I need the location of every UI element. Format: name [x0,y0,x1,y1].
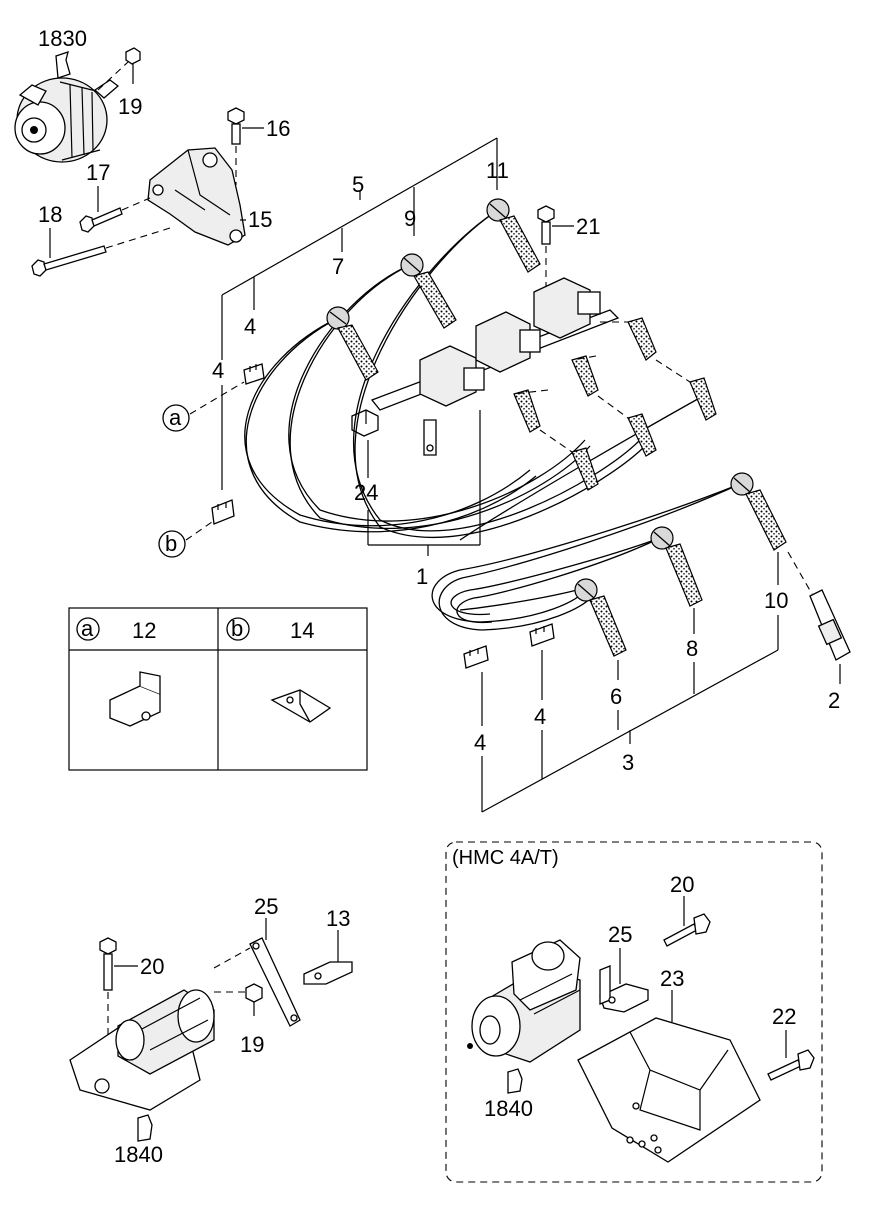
heat-shield-23 [577,990,761,1163]
leader-set-5 [221,137,498,490]
bolt-18 [31,227,171,277]
label-5: 5 [352,172,364,197]
callout-b-circle [158,530,186,558]
label-24: 24 [354,480,378,505]
strap-25-left [249,918,301,1027]
label-4-left: 4 [212,358,224,383]
leader-1 [367,410,481,556]
legend-box [68,607,368,771]
label-11: 11 [486,158,509,183]
clip-4-lower-a [463,645,489,669]
bolt-19-top [125,47,141,84]
bolt-17 [79,197,151,233]
callout-a-label: a [169,405,182,430]
plug-cap-6 [574,578,627,657]
label-16: 16 [266,116,290,141]
starter-hmc-ref-arrow [507,1068,523,1094]
plug-cap-9 [400,253,457,329]
label-13: 13 [326,906,350,931]
ignition-coil-assembly [370,277,620,456]
callout-b-label: b [165,531,177,556]
lower-leads [431,483,741,631]
leader-set-3 [481,552,779,813]
label-8: 8 [686,636,698,661]
label-1840-hmc: 1840 [484,1096,533,1121]
clip-4-lower-left [211,499,235,525]
nut-19-left [213,947,263,1016]
bolt-20-left [99,937,117,1036]
label-21: 21 [576,214,600,239]
bracket-15 [147,147,246,246]
alternator [14,77,120,163]
bolt-20-hmc [663,896,711,947]
spark-plug-2 [787,551,851,684]
label-25-hmc: 25 [608,922,632,947]
bracket-25-hmc [599,948,649,1013]
label-15: 15 [248,207,272,232]
starter-left [69,989,215,1111]
label-17: 17 [86,160,110,185]
label-7: 7 [332,254,344,279]
bolt-22 [767,1030,815,1081]
bracket-13 [303,930,353,985]
coil-boots [513,317,717,491]
clip-4-lower-b [529,623,555,647]
legend-b-code: b [231,616,243,641]
label-23: 23 [660,966,684,991]
hmc-box-title: (HMC 4A/T) [452,847,559,869]
plug-cap-11 [486,198,541,273]
label-22: 22 [772,1004,796,1029]
plug-cap-7 [326,306,379,381]
legend-b-part: 14 [290,618,314,643]
label-1830: 1830 [38,26,87,51]
label-4-upper: 4 [244,314,256,339]
plug-cap-10 [730,472,787,551]
label-9: 9 [404,206,416,231]
label-4-lower-right: 4 [534,704,546,729]
label-2: 2 [828,688,840,713]
legend-a-code: a [81,616,94,641]
label-19-top: 19 [118,94,142,119]
label-18: 18 [38,202,62,227]
label-19-left: 19 [240,1032,264,1057]
alternator-ref-arrow [55,51,71,79]
callout-a-circle [162,404,190,432]
label-6: 6 [610,684,622,709]
hmc-4at-box [445,841,823,1183]
label-20-hmc: 20 [670,872,694,897]
label-4-lower-left: 4 [474,730,486,755]
label-20-left: 20 [140,954,164,979]
label-10: 10 [764,588,788,613]
clip-4-upper [243,363,265,385]
label-1840-left: 1840 [114,1142,163,1167]
starter-left-ref-arrow [137,1114,153,1142]
starter-hmc [467,939,581,1063]
label-25-left: 25 [254,894,278,919]
bolt-16 [227,107,245,185]
label-3: 3 [622,750,634,775]
bolt-21 [537,205,555,290]
label-1: 1 [416,564,428,589]
plug-cap-8 [650,526,703,607]
legend-a-part: 12 [132,618,156,643]
